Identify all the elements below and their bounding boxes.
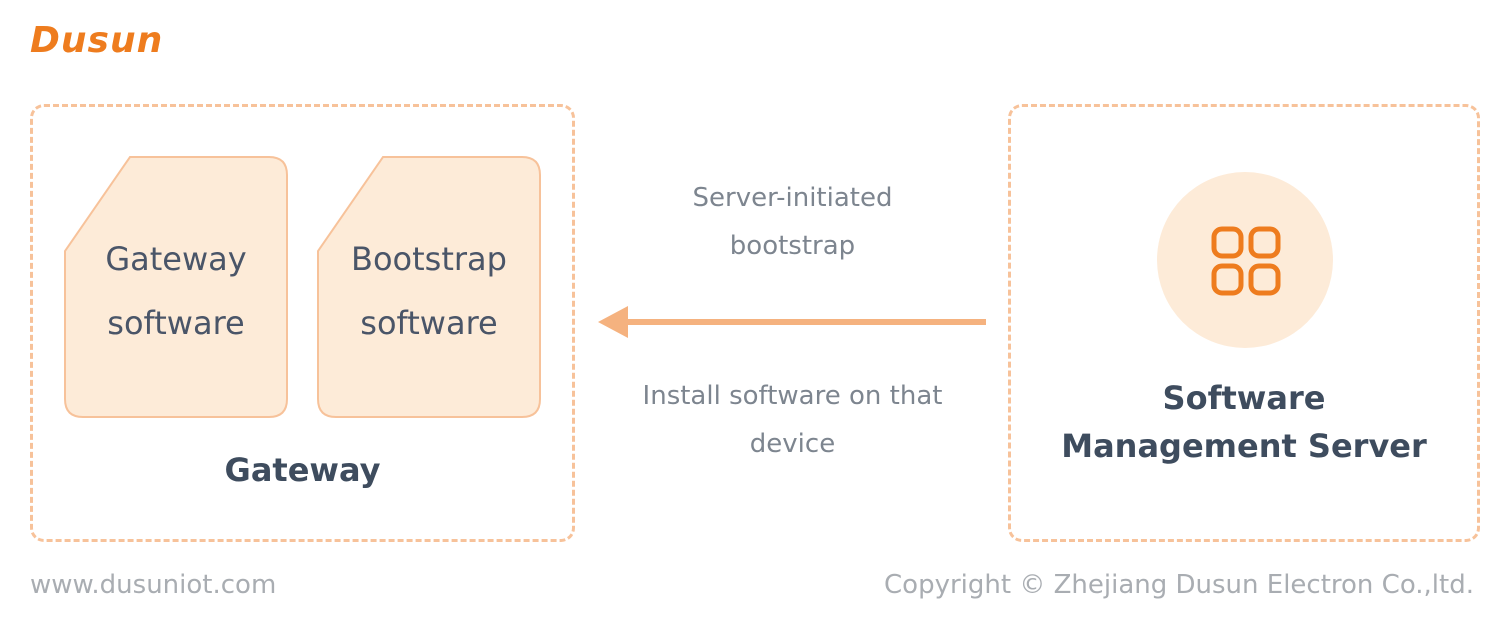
- card-label: Bootstrap software: [351, 240, 507, 342]
- install-software-label: Install software on that device: [642, 381, 943, 459]
- left-arrow-icon: [598, 306, 986, 338]
- card-shape: [317, 156, 541, 418]
- website-link[interactable]: www.dusuniot.com: [30, 570, 277, 600]
- dusun-logo: Dusun: [30, 20, 164, 61]
- server-panel: [1008, 104, 1480, 542]
- gateway-panel: [30, 104, 575, 542]
- apps-grid-icon: [1211, 226, 1281, 296]
- server-title: Software Management Server: [1061, 379, 1427, 465]
- copyright-text: Copyright © Zhejiang Dusun Electron Co.,…: [884, 570, 1474, 600]
- card-shape: [64, 156, 288, 418]
- server-initiated-label: Server-initiated bootstrap: [692, 183, 893, 261]
- bootstrap-software-card: Bootstrap software: [316, 155, 542, 419]
- gateway-software-card: Gateway software: [63, 155, 289, 419]
- gateway-title: Gateway: [224, 451, 381, 489]
- server-icon-circle: [1157, 172, 1333, 348]
- card-label: Gateway software: [105, 240, 247, 342]
